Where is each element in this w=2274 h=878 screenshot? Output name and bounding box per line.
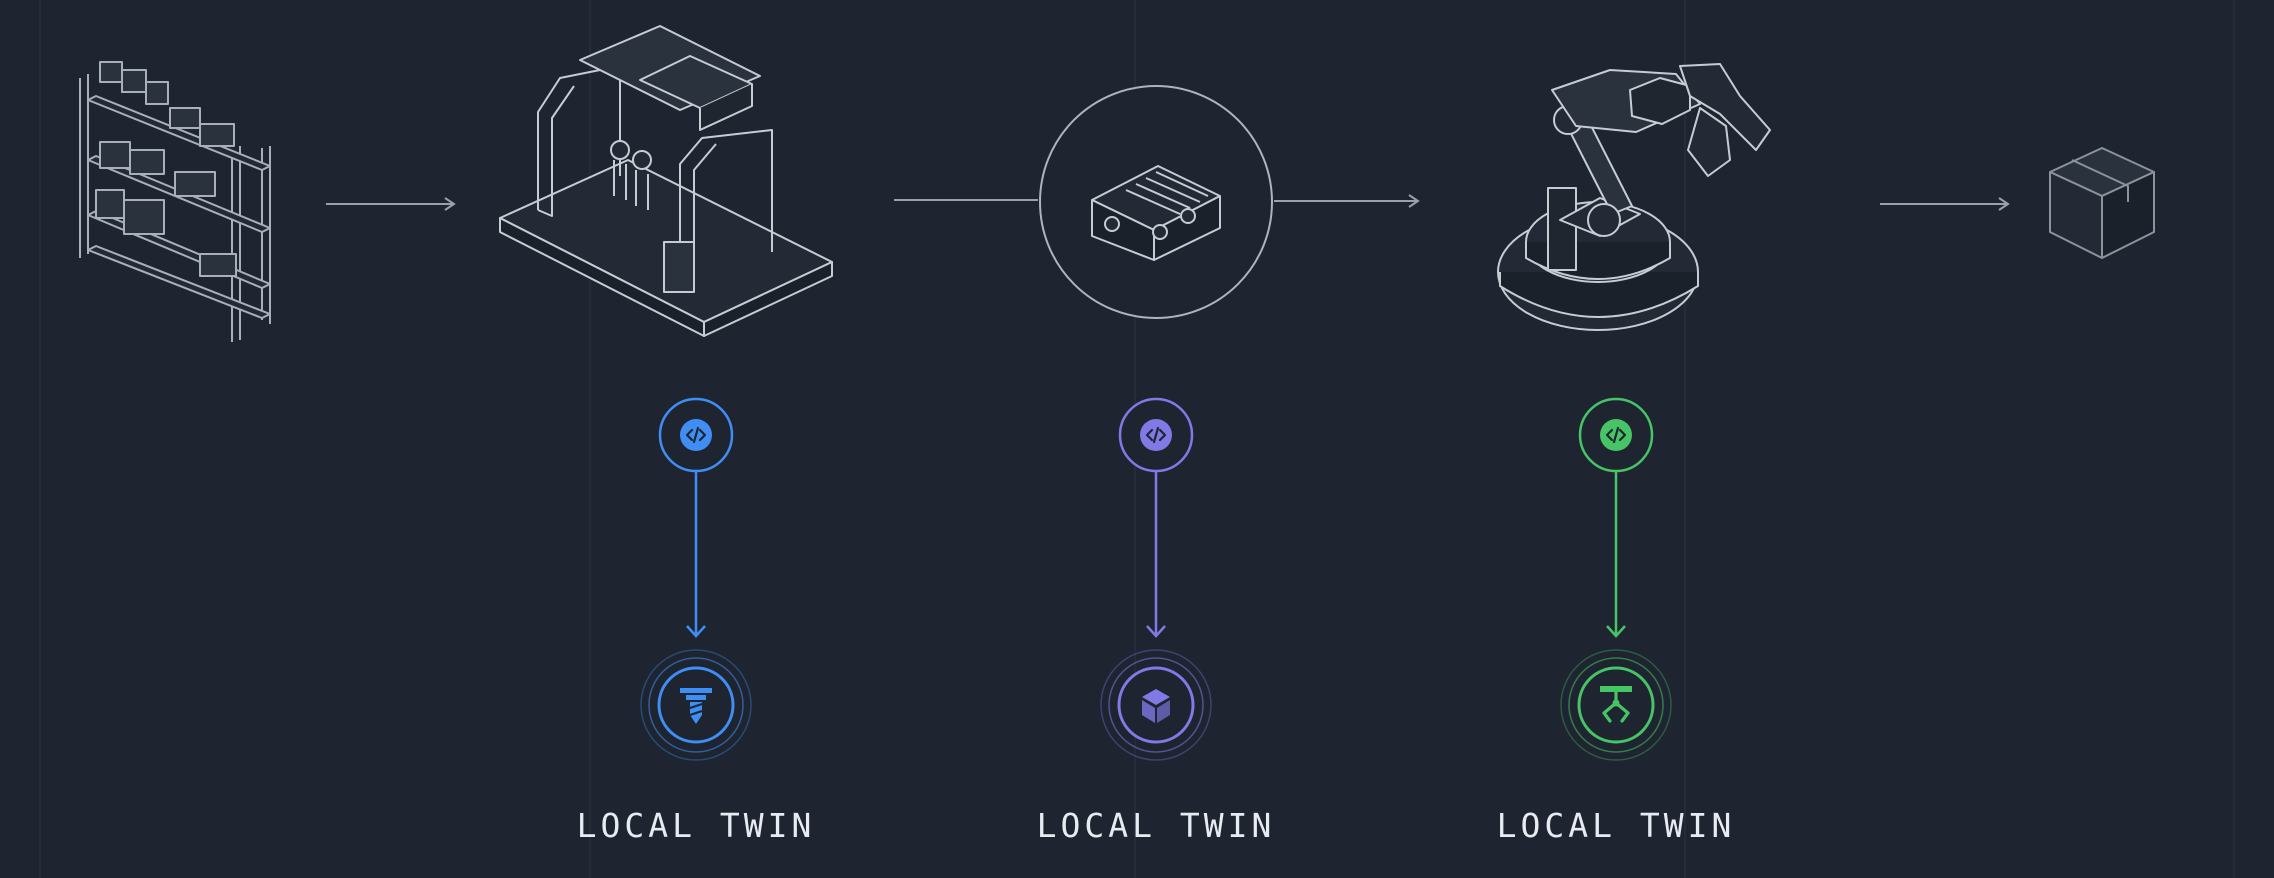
code-icon <box>685 426 707 444</box>
twin-icon-3[interactable] <box>1560 649 1672 761</box>
code-badge-1[interactable] <box>658 397 734 473</box>
code-badge-3[interactable] <box>1578 397 1654 473</box>
twin-column-3 <box>1560 397 1672 761</box>
twin-label-1: LOCAL TWIN <box>576 806 816 845</box>
robot-arm-illustration <box>1497 63 1771 331</box>
drill-bit-icon <box>680 688 712 724</box>
twin-label-3: LOCAL TWIN <box>1496 806 1736 845</box>
code-badge-2[interactable] <box>1118 397 1194 473</box>
twin-icon-1[interactable] <box>640 649 752 761</box>
output-box-illustration <box>2049 147 2155 259</box>
code-icon <box>1145 426 1167 444</box>
twin-icon-2[interactable] <box>1100 649 1212 761</box>
twin-arrowhead-3 <box>1606 625 1626 638</box>
storage-rack-illustration <box>79 61 271 342</box>
gantry-machine-illustration <box>499 25 833 337</box>
twin-column-1 <box>640 397 752 761</box>
gripper-icon <box>1600 686 1632 723</box>
twin-arrowhead-1 <box>686 625 706 638</box>
cube-icon <box>1142 689 1170 723</box>
sensor-module-illustration <box>1039 85 1273 319</box>
twin-column-2 <box>1100 397 1212 761</box>
twin-label-2: LOCAL TWIN <box>1036 806 1276 845</box>
twin-arrowhead-2 <box>1146 625 1166 638</box>
code-icon <box>1605 426 1627 444</box>
